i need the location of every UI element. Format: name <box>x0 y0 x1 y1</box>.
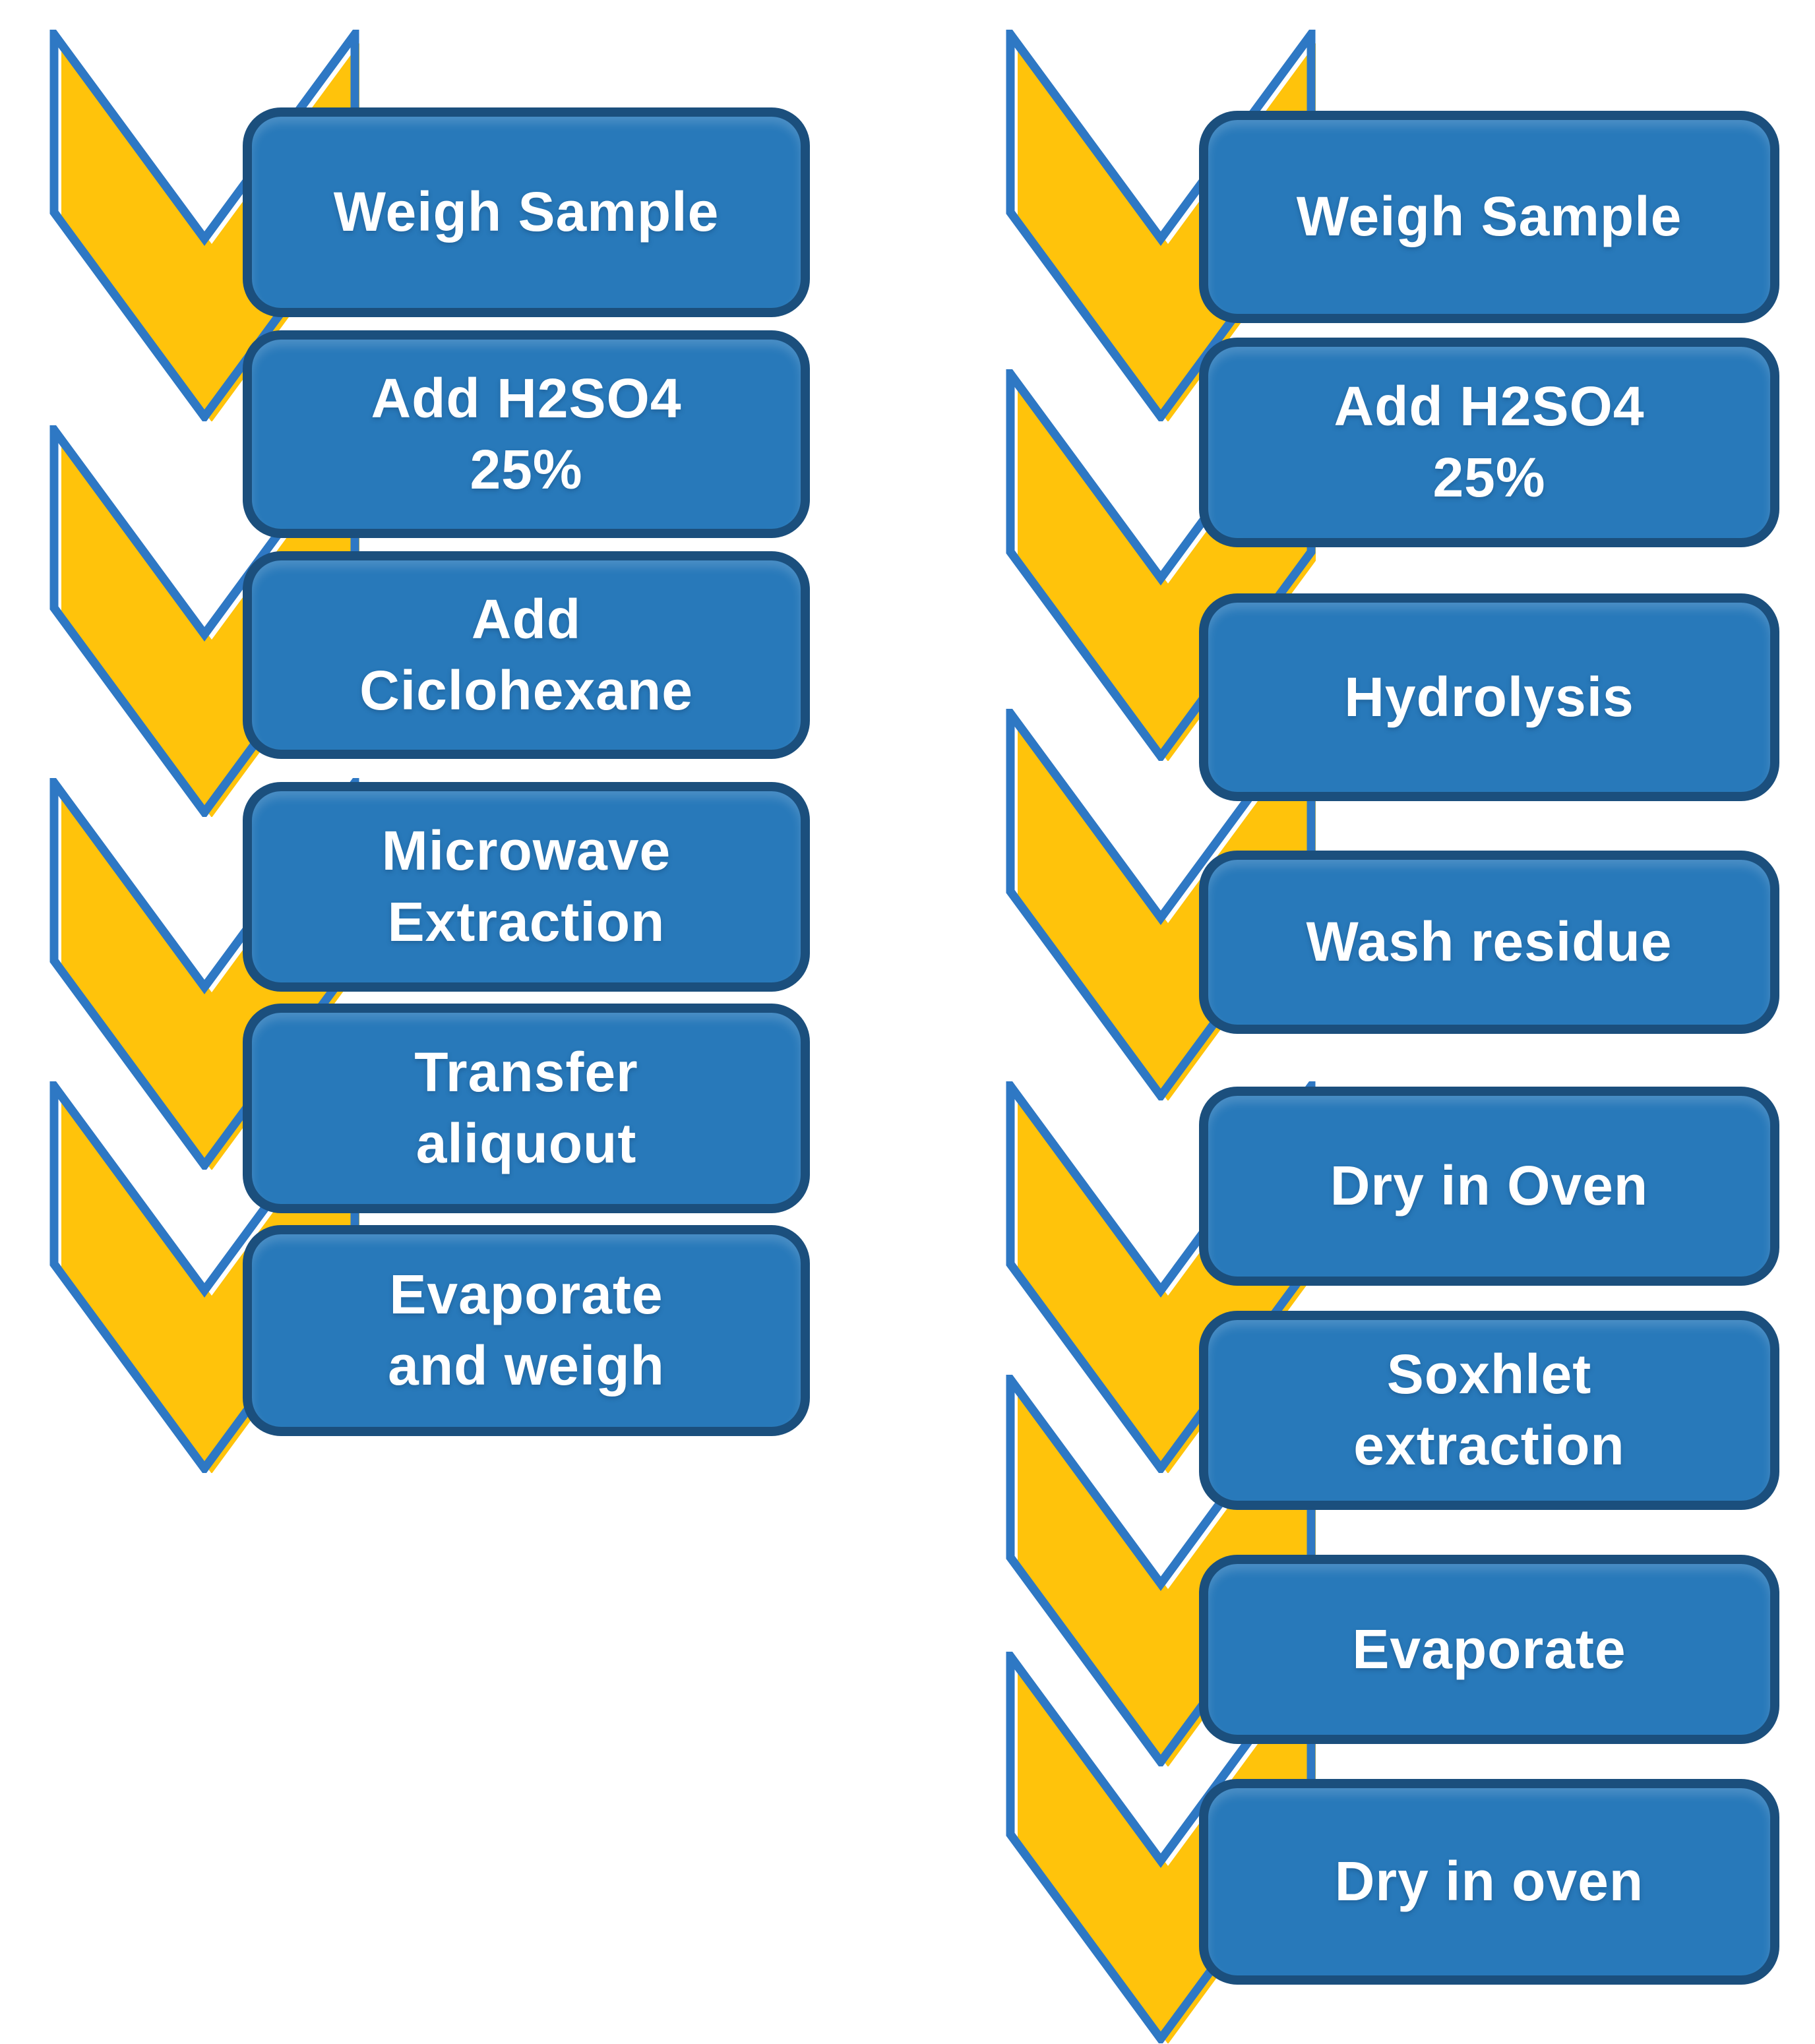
step-box: Wash residue <box>1199 851 1779 1034</box>
step-box: Dry in oven <box>1199 1779 1779 1985</box>
step-box: Add Ciclohexane <box>243 551 810 759</box>
step-box: Evaporate and weigh <box>243 1225 810 1436</box>
step-box: Transfer aliquout <box>243 1004 810 1213</box>
step-box: Hydrolysis <box>1199 593 1779 801</box>
step-box: Weigh Sample <box>243 107 810 317</box>
step-box: Weigh Sample <box>1199 111 1779 323</box>
step-box: Dry in Oven <box>1199 1087 1779 1286</box>
step-box: Soxhlet extraction <box>1199 1311 1779 1510</box>
step-box: Add H2SO4 25% <box>1199 338 1779 547</box>
step-box: Evaporate <box>1199 1555 1779 1744</box>
step-box: Microwave Extraction <box>243 782 810 992</box>
step-box: Add H2SO4 25% <box>243 330 810 538</box>
